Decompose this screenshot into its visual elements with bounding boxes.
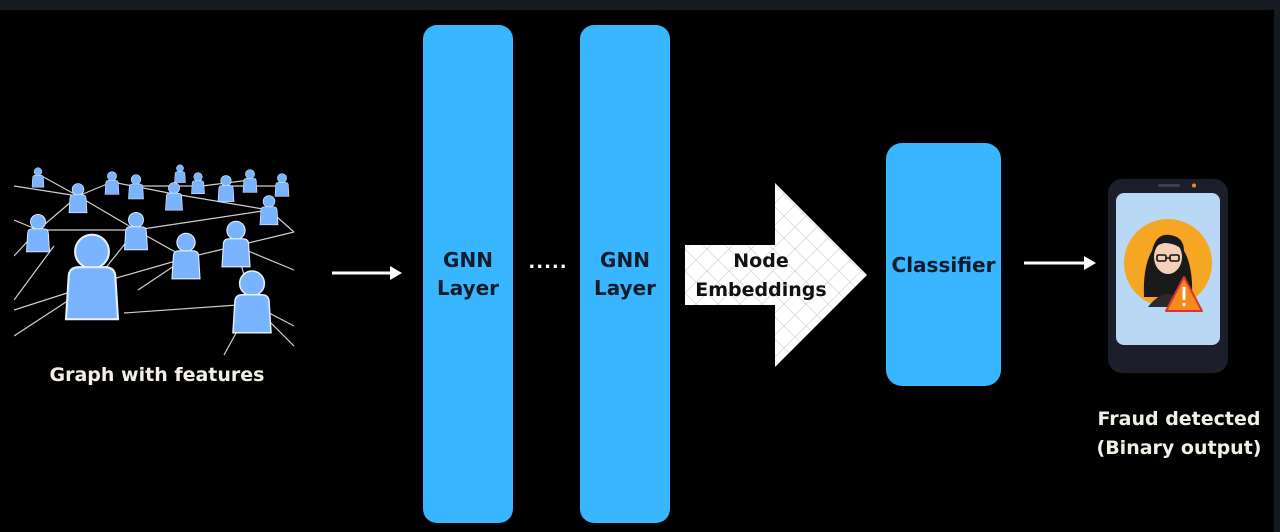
fraud-caption-line1: Fraud detected — [1097, 408, 1261, 430]
arrow-right-2 — [1024, 256, 1096, 270]
classifier-box: Classifier — [886, 143, 1001, 386]
node-embeddings-line2: Embeddings — [695, 279, 827, 301]
gnn-layer-2-line2: Layer — [593, 276, 657, 300]
people-network-icon — [14, 164, 295, 356]
gnn-layer-1-line2: Layer — [436, 276, 500, 300]
graph-caption: Graph with features — [49, 364, 265, 386]
node-embeddings-line1: Node — [733, 250, 789, 272]
gnn-layer-2-line1: GNN — [600, 248, 650, 272]
phone-fraud-warning-icon — [1108, 179, 1228, 373]
arrow-right-1 — [332, 266, 402, 280]
node-embeddings-arrow — [685, 183, 867, 367]
node-embeddings-label: Node Embeddings — [690, 247, 832, 305]
gnn-layer-1: GNN Layer — [423, 25, 513, 523]
gnn-layer-2-label: GNN Layer — [594, 246, 656, 302]
gnn-layer-1-line1: GNN — [443, 248, 493, 272]
gnn-layer-2: GNN Layer — [580, 25, 670, 523]
fraud-caption-line2: (Binary output) — [1096, 437, 1262, 459]
gnn-layer-1-label: GNN Layer — [437, 246, 499, 302]
fraud-caption: Fraud detected (Binary output) — [1084, 405, 1274, 463]
top-bar — [0, 0, 1280, 10]
right-edge — [1274, 10, 1280, 532]
layers-ellipsis: ..... — [528, 252, 568, 273]
classifier-label: Classifier — [891, 252, 996, 277]
